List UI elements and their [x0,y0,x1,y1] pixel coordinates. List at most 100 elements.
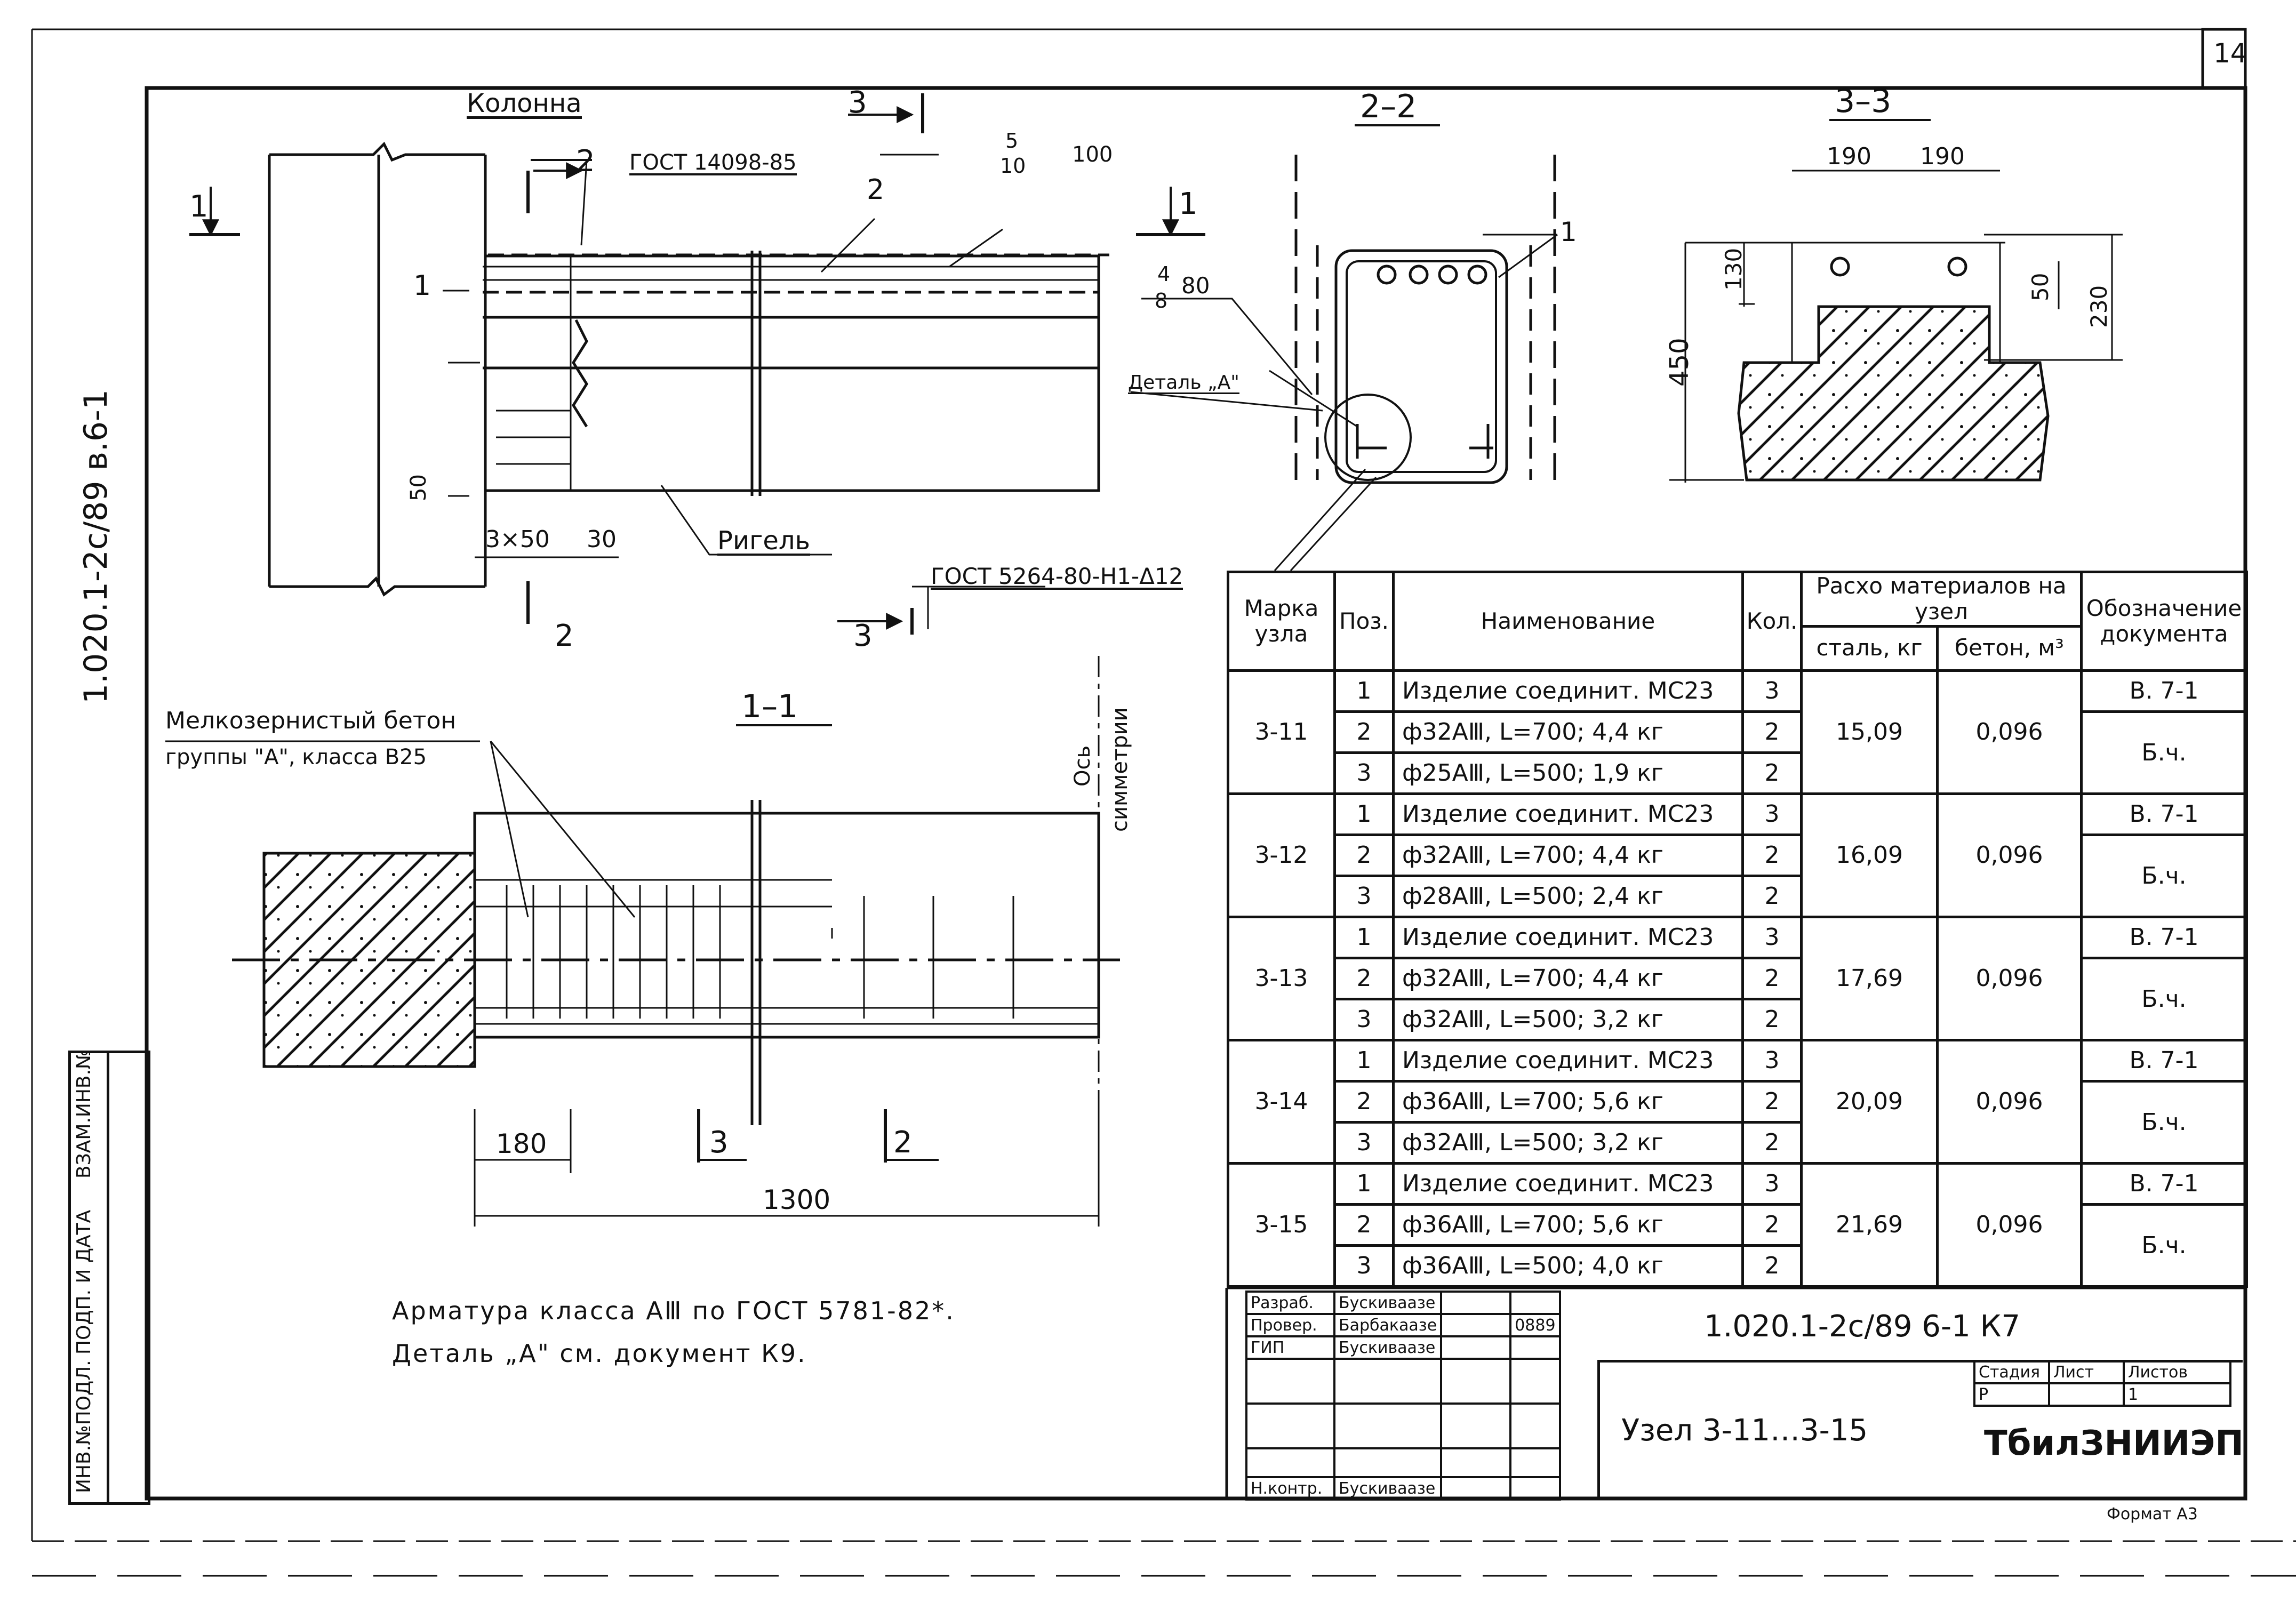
sheet-label: Лист [2048,1360,2125,1384]
table-row: 3-15 1 Изделие соединит. МС23 3 21,69 0,… [1227,1161,2248,1288]
table-row: 2 ф36АⅢ, L=700; 5,6 кг 2 Б.ч. [1228,1203,2248,1288]
steel-value: 20,09 [1800,1038,1939,1165]
sec33-dim-130: 130 [1721,247,1747,291]
dim-50-plan: 50 [406,474,431,501]
document-ref: Б.ч. [2080,833,2248,918]
section-mark-3-bottom: 3 [853,619,873,653]
table-row: 3 ф32АⅢ, L=500; 3,2 кг 2 [1228,997,2247,1041]
table-row: 2 ф32АⅢ, L=700; 4,4 кг 2 Б.ч. [1228,833,2248,918]
table-row: 3-14 1 Изделие соединит. МС23 3 20,09 0,… [1227,1038,2248,1165]
row-name: ф32АⅢ, L=500; 3,2 кг [1392,1120,1744,1165]
row-position: 1 [1333,669,1395,713]
section-1-1-title: 1–1 [741,688,798,725]
doc-code-box: 1.020.1-2с/89 6-1 К7 [1597,1291,2243,1362]
sec33-dim-450: 450 [1665,338,1694,387]
row-quantity: 3 [1741,915,1803,959]
header-steel: сталь, кг [1800,624,1939,672]
row-position: 3 [1333,1244,1395,1288]
razrab-label: Разраб. [1245,1291,1335,1315]
row-position: 2 [1333,956,1395,1000]
row-quantity: 2 [1741,1244,1803,1288]
label-detail-a: Деталь „А" [1128,372,1239,394]
row-quantity: 3 [1741,1161,1803,1206]
row-quantity: 2 [1741,710,1803,754]
concrete-value: 0,096 [1936,1038,2083,1165]
left-stamp-sign: ПОДП. И ДАТА [73,1209,95,1354]
row-position: 3 [1333,874,1395,918]
section-1-1-mark-2: 2 [893,1125,913,1160]
rebar-top-number: 5 [1005,129,1019,153]
concrete-note-line1: Мелкозернистый бетон [165,707,457,734]
gip-name: Бускиваазе [1333,1335,1443,1360]
row-name: Изделие соединит. МС23 [1392,1161,1744,1206]
stage-value: Р [1973,1382,2050,1407]
prover-name: Барбакаазе [1333,1313,1443,1337]
prover-label: Провер. [1245,1313,1335,1337]
document-ref: Б.ч. [2080,710,2248,795]
specification-table: Марка узла Поз. Наименование Кол. Расхо … [1227,571,2248,1288]
dim-180: 180 [496,1128,547,1159]
side-document-code: 1.020.1-2с/89 в.6-1 [77,389,115,704]
row-position: 2 [1333,1079,1395,1124]
document-ref: В. 7-1 [2080,669,2248,713]
row-position: 1 [1333,792,1395,836]
prover-date: 0889 [1509,1313,1561,1337]
table-row: 2 ф32АⅢ, L=700; 4,4 кг 2 Б.ч. [1228,710,2248,795]
row-quantity: 2 [1741,833,1803,877]
document-ref: Б.ч. [2080,956,2248,1041]
organization-name: ТбилЗНИИЭП [1984,1424,2244,1463]
table-row: 3 ф28АⅢ, L=500; 2,4 кг 2 [1228,874,2247,918]
sec33-dim-190-left: 190 [1827,143,1871,170]
razrab-date [1509,1291,1561,1315]
section-3-3 [1669,119,2123,483]
rebar-bottom-number: 10 [1000,154,1026,178]
document-ref: В. 7-1 [2080,1161,2248,1206]
section-2-2 [1130,124,1558,572]
table-row: 3 ф25АⅢ, L=500; 1,9 кг 2 [1228,751,2247,795]
page-number: 14 [2213,38,2247,69]
header-quantity: Кол. [1741,571,1803,672]
label-gost-14098: ГОСТ 14098-85 [629,150,797,175]
dim-30: 30 [587,526,617,553]
doc-code: 1.020.1-2с/89 6-1 К7 [1704,1309,2020,1344]
dim-1300: 1300 [763,1184,831,1215]
nkontr-name: Бускиваазе [1333,1476,1443,1501]
razrab-signature [1440,1291,1512,1315]
row-name: ф36АⅢ, L=500; 4,0 кг [1392,1244,1744,1288]
section-mark-3-top: 3 [848,85,867,120]
unit-mark: 3-12 [1227,792,1336,918]
concrete-value: 0,096 [1936,792,2083,918]
sheet-title: Узел 3-11…3-15 [1621,1413,1868,1448]
left-stamp-inv-swap: ВЗАМ.ИНВ.№ [73,1049,95,1179]
row-name: ф32АⅢ, L=500; 3,2 кг [1392,997,1744,1041]
row-name: Изделие соединит. МС23 [1392,669,1744,713]
document-ref: В. 7-1 [2080,915,2248,959]
section-mark-2-bottom: 2 [555,619,574,653]
document-ref: Б.ч. [2080,1203,2248,1288]
row-quantity: 3 [1741,1038,1803,1083]
document-ref: В. 7-1 [2080,1038,2248,1083]
header-document: Обозначение документа [2080,571,2248,672]
sheets-total-value: 1 [2123,1382,2231,1407]
rebar-length: 100 [1072,142,1113,167]
row-quantity: 3 [1741,669,1803,713]
section-2-2-title: 2–2 [1360,88,1417,125]
row-position: 2 [1333,833,1395,877]
row-name: ф25АⅢ, L=500; 1,9 кг [1392,751,1744,795]
row-quantity: 2 [1741,956,1803,1000]
symmetry-axis-line1: Ось [1070,745,1095,787]
sec33-dim-190-right: 190 [1920,143,1965,170]
section-mark-1-right: 1 [1179,187,1198,221]
section-1-1 [165,656,1120,1227]
section-1-1-mark-3: 3 [709,1125,729,1160]
label-kolonna: Колонна [467,89,582,119]
sec22-rebar-top: 4 [1157,262,1171,286]
concrete-value: 0,096 [1936,915,2083,1041]
sec33-dim-230: 230 [2086,285,2112,328]
title-divider [1597,1362,1600,1498]
note-reinforcement: Арматура класса АⅢ по ГОСТ 5781-82*. [392,1296,955,1325]
prover-signature [1440,1313,1512,1337]
label-rigel: Ригель [717,526,810,556]
row-position: 1 [1333,1038,1395,1083]
